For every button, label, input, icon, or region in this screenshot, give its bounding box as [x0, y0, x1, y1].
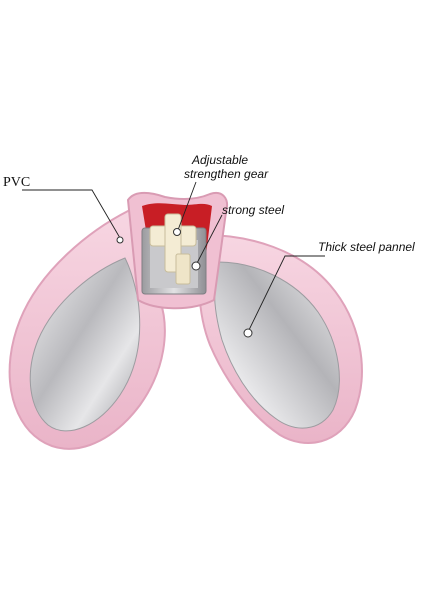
gear-lever — [175, 253, 191, 285]
right-steel-panel — [214, 261, 340, 429]
label-pvc: PVC — [3, 175, 31, 190]
label-strong-steel: strong steel — [222, 203, 285, 217]
marker-panel — [243, 328, 253, 338]
leader-pvc — [22, 189, 121, 239]
label-adjustable-gear-line1: Adjustable — [192, 153, 249, 167]
marker-steel — [191, 261, 201, 271]
marker-dots — [116, 228, 253, 338]
leader-steel — [195, 214, 223, 266]
leader-lines — [22, 181, 325, 333]
marker-gear — [173, 228, 181, 236]
leader-gear — [177, 181, 197, 231]
label-adjustable-gear-line2: strengthen gear — [184, 167, 269, 181]
leader-panel — [247, 255, 325, 333]
marker-pvc — [116, 236, 124, 244]
label-thick-steel-panel: Thick steel pannel — [318, 240, 415, 254]
